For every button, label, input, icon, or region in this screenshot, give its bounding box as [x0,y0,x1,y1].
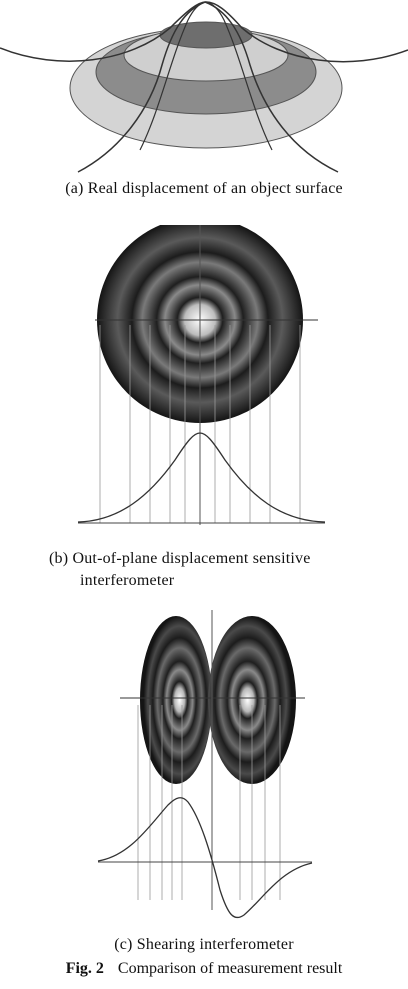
left-fringe-lobe [140,616,212,784]
caption-c: (c) Shearing interferometer [0,934,408,956]
caption-c-label: (c) [114,936,133,953]
surface-mesh-line-right [205,1,273,151]
caption-c-text: Shearing interferometer [136,936,294,953]
panel-b-fringe-illustration [77,225,326,525]
projection-lines [137,705,281,900]
caption-b-label: (b) [49,550,69,567]
caption-a-label: (a) [65,180,84,197]
caption-a-text: Real displacement of an object surface [87,180,343,197]
figure-number: Fig. 2 [65,960,104,977]
panel-a-surface-illustration [0,1,408,173]
figure-caption: Fig. 2 Comparison of measurement result [0,958,408,980]
right-fringe-lobe [208,616,296,784]
caption-b-text-line2: interferometer [80,572,175,589]
surface-mesh-line-left [139,1,207,151]
displacement-profile-curve [77,432,326,523]
derivative-profile-curve [97,797,313,919]
panel-c-fringe-illustration [97,610,313,919]
caption-b-text-line1: Out-of-plane displacement sensitive [72,550,311,567]
figure-title: Comparison of measurement result [117,960,343,977]
projection-lines [99,325,301,523]
caption-b: (b) Out-of-plane displacement sensitive … [49,548,389,592]
caption-a: (a) Real displacement of an object surfa… [0,178,408,200]
